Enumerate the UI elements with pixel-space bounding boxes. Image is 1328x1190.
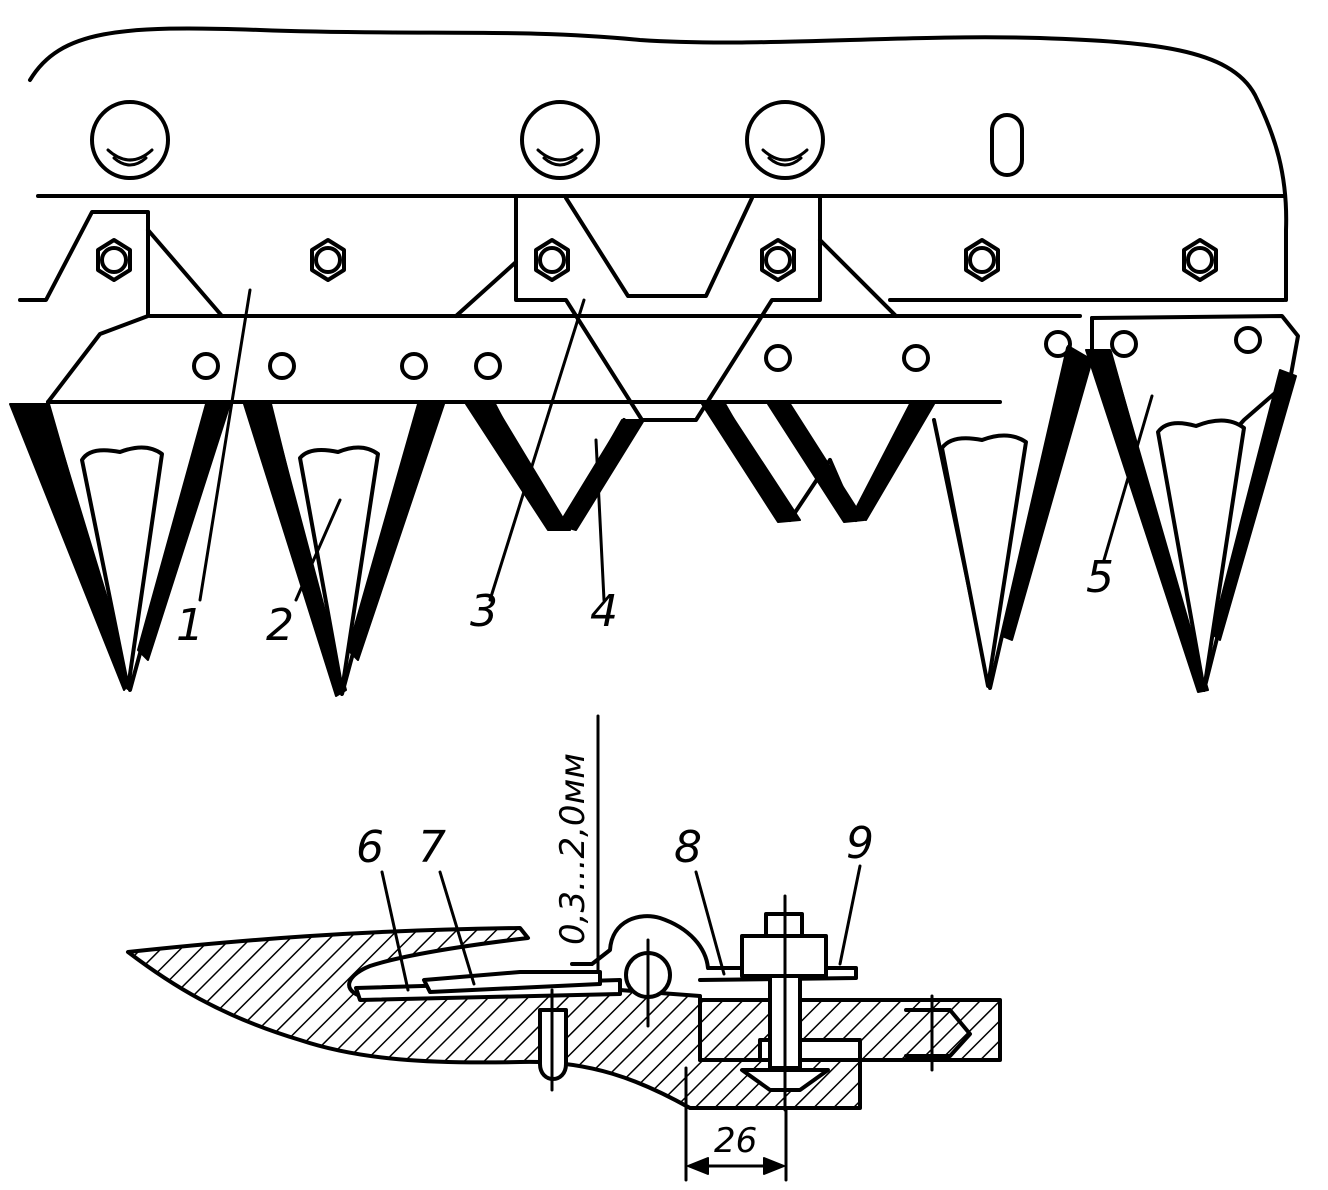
knife-outline — [46, 402, 210, 692]
leader-lines — [198, 288, 1154, 602]
clip-plate-left-slope — [146, 228, 224, 318]
hex-nut-icon — [96, 238, 132, 282]
guard-finger — [298, 445, 380, 692]
hole-icon — [192, 352, 220, 380]
hole-icon — [1234, 326, 1262, 354]
dim-arrow-left-icon — [687, 1157, 709, 1175]
guard-fingers — [80, 418, 1246, 692]
knife-outline — [492, 402, 626, 530]
hex-nut-icon — [760, 238, 796, 282]
knife-segment — [1085, 349, 1209, 693]
callout-7: 7 — [418, 822, 446, 873]
knife-segment — [561, 419, 645, 531]
clip-plate-left — [18, 210, 150, 404]
callout-2: 2 — [266, 600, 294, 651]
knife-back-section — [422, 970, 602, 994]
callout-5: 5 — [1086, 552, 1114, 603]
leader-line-9 — [838, 864, 862, 966]
clip-plate-center-notch — [564, 196, 754, 298]
hole-icon — [764, 344, 792, 372]
slot-hole-icon — [990, 113, 1024, 177]
leader-line-1 — [198, 288, 252, 602]
clip-plate-center-side-right — [818, 238, 898, 318]
leader-line-7 — [438, 870, 476, 986]
rivet-heads — [90, 100, 1024, 180]
knife-segment — [243, 403, 347, 697]
leader-line-4 — [594, 438, 606, 602]
bolt-nuts — [96, 238, 1218, 282]
callout-6: 6 — [356, 822, 384, 873]
clip-plate-right — [1090, 314, 1300, 442]
hole-icon — [474, 352, 502, 380]
callout-9: 9 — [846, 818, 874, 869]
callout-8: 8 — [674, 822, 702, 873]
dim-arrow-right-icon — [763, 1157, 785, 1175]
hex-nut-icon — [310, 238, 346, 282]
clip-hook — [570, 914, 858, 982]
callout-3: 3 — [470, 586, 498, 637]
guard-finger — [940, 433, 1028, 688]
hole-icon — [400, 352, 428, 380]
knife-segments — [9, 345, 1297, 697]
hex-nut-icon — [534, 238, 570, 282]
rivet-head-icon — [745, 100, 825, 180]
hole-icon — [1044, 330, 1072, 358]
leader-line-5 — [1102, 394, 1154, 562]
dimension-width-label: 26 — [714, 1121, 757, 1161]
callout-1: 1 — [176, 600, 204, 651]
dimension-gap-label: 0,3...2,0мм — [553, 753, 593, 945]
rivet-head-icon — [90, 100, 170, 180]
hex-nut-icon — [1182, 238, 1218, 282]
guard-finger — [1156, 418, 1246, 692]
cutter-bar-top-view: 1 2 3 4 5 — [9, 26, 1300, 697]
bar-body-outline — [28, 26, 1289, 302]
cross-section-view: 0,3...2,0мм 26 — [126, 714, 1002, 1182]
leader-line-2 — [294, 498, 342, 602]
leader-line-6 — [380, 870, 410, 992]
knife-outline — [722, 402, 832, 522]
hole-icon — [1110, 330, 1138, 358]
knife-segment — [347, 403, 445, 661]
knife-segment — [851, 403, 935, 521]
knife-segment — [137, 403, 231, 661]
hole-icon — [268, 352, 296, 380]
hex-nut-icon — [964, 238, 1000, 282]
leader-line-3 — [488, 298, 586, 602]
end-pocket — [904, 1008, 972, 1058]
clip-plate-center — [514, 196, 822, 422]
knife-outline — [268, 402, 422, 696]
knife-outline — [828, 402, 914, 522]
clip-plate-center-side-left — [454, 260, 518, 318]
rivet-head-icon — [520, 100, 600, 180]
small-holes — [192, 326, 1262, 380]
leader-line-8 — [694, 870, 726, 976]
guard-finger — [80, 445, 164, 690]
hole-icon — [902, 344, 930, 372]
callout-4: 4 — [590, 586, 618, 637]
